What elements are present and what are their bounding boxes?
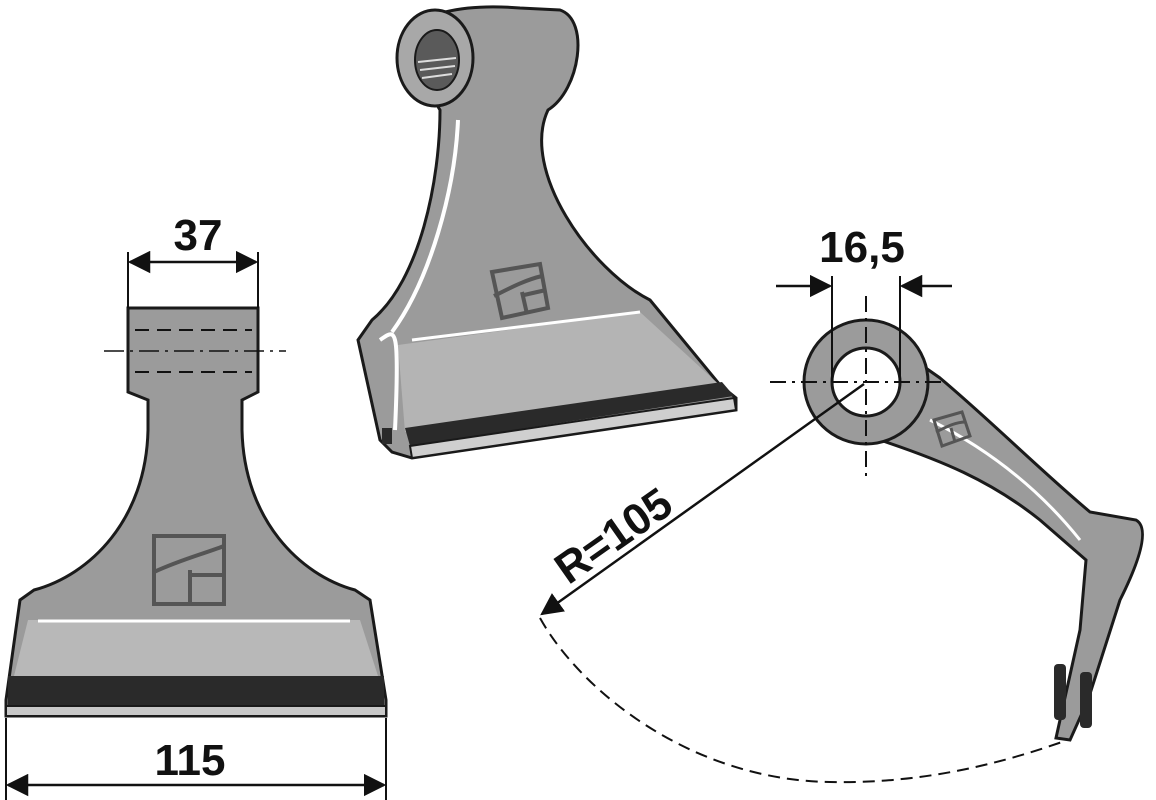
side-view-arm [878, 347, 1144, 742]
dimension-width-bottom: 115 [5, 718, 387, 800]
isometric-view [356, 5, 738, 460]
dimension-bore-diameter: 16,5 [776, 223, 952, 382]
dimension-arrow-icon [540, 382, 865, 616]
isometric-view-face [398, 312, 725, 432]
isometric-view-hardened-edge [405, 382, 734, 446]
swing-radius-arc [539, 617, 1063, 784]
front-view-face [14, 620, 378, 676]
dimension-label-radius: R=105 [546, 479, 681, 594]
front-view [4, 306, 388, 718]
front-view-hardened-edge [8, 676, 384, 706]
dimension-label-115: 115 [155, 736, 226, 785]
dimension-label-16-5: 16,5 [819, 223, 905, 272]
square-logo-mark-icon [932, 410, 972, 448]
side-view [770, 296, 1144, 742]
square-logo-mark-icon [152, 534, 226, 606]
dimension-width-top: 37 [127, 211, 259, 308]
dimension-label-37: 37 [174, 211, 223, 260]
square-logo-mark-icon [489, 261, 551, 321]
